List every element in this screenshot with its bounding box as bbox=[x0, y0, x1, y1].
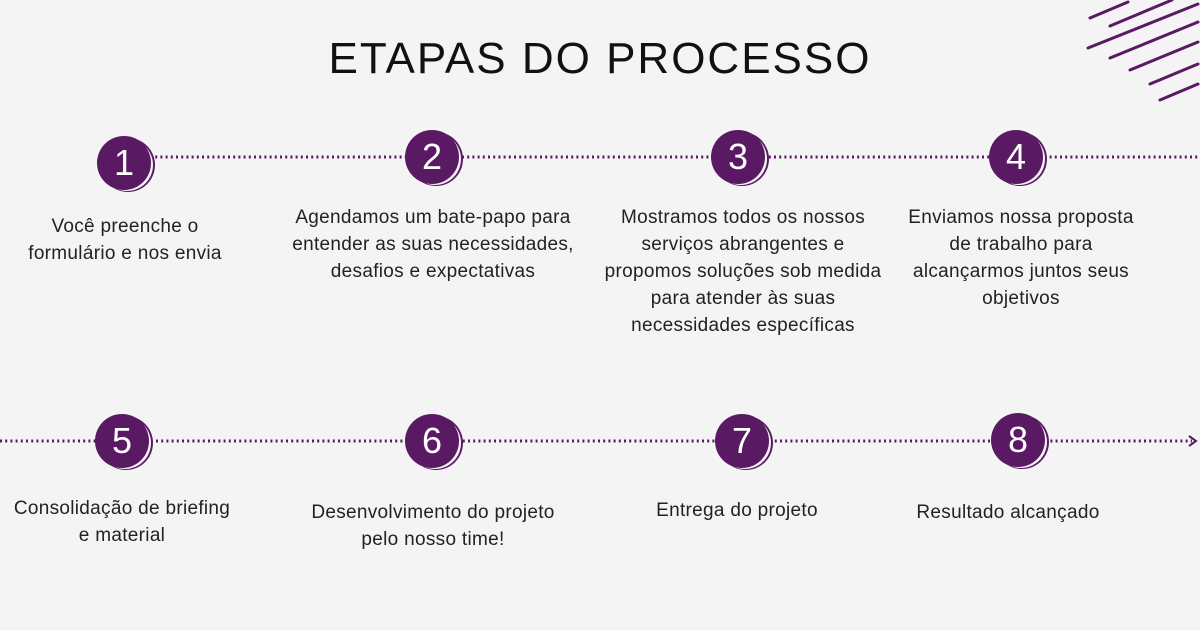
step-5-text: Consolidação de briefing e material bbox=[13, 498, 231, 546]
step-5-circle: 5 bbox=[95, 414, 149, 468]
step-4-circle: 4 bbox=[989, 130, 1043, 184]
step-1-circle: 1 bbox=[97, 136, 151, 190]
step-3-text: Mostramos todos os nossos serviços abran… bbox=[604, 207, 882, 336]
step-1-text: Você preenche o formulário e nos envia bbox=[28, 216, 222, 264]
decorative-stripes bbox=[1086, 0, 1200, 102]
step-6-text: Desenvolvimento do projeto pelo nosso ti… bbox=[311, 502, 555, 550]
step-2-text: Agendamos um bate-papo para entender as … bbox=[292, 207, 574, 282]
arrow-right-icon bbox=[1188, 435, 1198, 447]
step-8-text: Resultado alcançado bbox=[916, 502, 1100, 523]
step-6-circle: 6 bbox=[405, 414, 459, 468]
step-4-text: Enviamos nossa proposta de trabalho para… bbox=[908, 207, 1134, 309]
step-7-circle: 7 bbox=[715, 414, 769, 468]
page-title: ETAPAS DO PROCESSO bbox=[328, 34, 872, 83]
step-8-circle: 8 bbox=[991, 413, 1045, 467]
step-7-text: Entrega do projeto bbox=[656, 500, 818, 521]
step-2-circle: 2 bbox=[405, 130, 459, 184]
step-3-circle: 3 bbox=[711, 130, 765, 184]
